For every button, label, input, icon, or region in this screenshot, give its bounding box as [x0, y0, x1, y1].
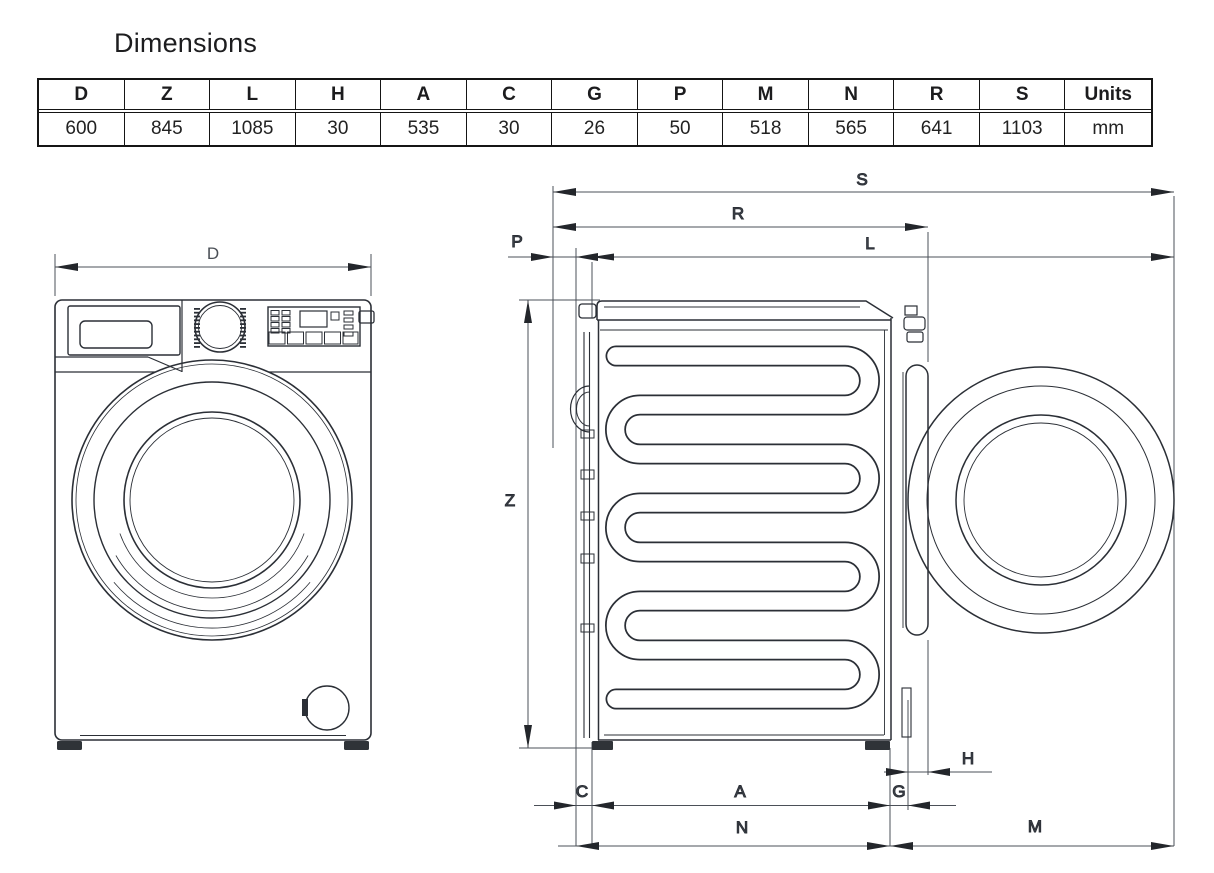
table-value-d: 600: [39, 113, 125, 145]
table-header-p: P: [638, 80, 724, 109]
table-header-c: C: [467, 80, 553, 109]
table-value-l: 1085: [210, 113, 296, 145]
table-value-p: 50: [638, 113, 724, 145]
door-mount-plate: [905, 364, 929, 636]
table-value-r: 641: [894, 113, 980, 145]
table-value-s: 1103: [980, 113, 1066, 145]
table-header-s: S: [980, 80, 1066, 109]
front-view: D: [54, 244, 375, 750]
dim-label-n: N: [736, 818, 748, 837]
table-header-r: R: [894, 80, 980, 109]
dim-h: [884, 768, 992, 776]
page-title: Dimensions: [114, 28, 258, 58]
knob-tick-marks: [194, 308, 246, 348]
table-value-row: 600 845 1085 30 535 30 26 50 518 565 641…: [39, 112, 1151, 145]
top-panel-rear-lip: [578, 303, 597, 319]
table-header-l: L: [210, 80, 296, 109]
dim-z: [524, 300, 532, 748]
front-body: [54, 299, 372, 741]
dim-r: [553, 223, 928, 231]
detergent-drawer: [67, 305, 181, 356]
dim-label-a: A: [734, 782, 746, 801]
side-feet: [592, 741, 890, 750]
dim-label-z: Z: [505, 491, 515, 510]
front-feet: [57, 741, 369, 750]
side-panel-emboss: [605, 345, 880, 710]
side-view: S R P L Z: [504, 170, 1175, 850]
control-panel: [267, 306, 375, 347]
arrowhead: [348, 263, 371, 271]
side-body: [578, 300, 894, 741]
dim-d: [54, 254, 372, 296]
table-header-d: D: [39, 80, 125, 109]
drain-hose-loop: [569, 385, 590, 433]
table-header-z: Z: [125, 80, 211, 109]
dim-label-g: G: [892, 782, 905, 801]
dim-label-d: D: [207, 244, 219, 263]
dim-p-l: [508, 253, 1174, 261]
table-value-units: mm: [1092, 118, 1125, 139]
dimensions-table: D Z L H A C G P M N R S Units 600 845 10…: [37, 78, 1153, 147]
dim-label-m: M: [1028, 817, 1042, 836]
table-header-units: Units: [1084, 83, 1132, 105]
dim-label-s: S: [856, 170, 867, 189]
table-header-n: N: [809, 80, 895, 109]
door-hinge-detail: [901, 305, 926, 738]
dim-c-a-g: [534, 801, 956, 810]
extension-lines: [519, 186, 1175, 846]
door-front: [71, 359, 353, 641]
table-value-a: 535: [381, 113, 467, 145]
dim-label-p: P: [511, 232, 522, 251]
display-window: [299, 310, 328, 328]
program-knob: [194, 301, 246, 353]
table-header-g: G: [552, 80, 638, 109]
dim-label-c: C: [576, 782, 588, 801]
table-value-g: 26: [552, 113, 638, 145]
dim-label-r: R: [732, 204, 744, 223]
dim-s: [553, 188, 1174, 196]
table-header-m: M: [723, 80, 809, 109]
table-header-h: H: [296, 80, 382, 109]
power-button: [358, 310, 375, 324]
open-door: [902, 364, 1175, 636]
table-value-c: 30: [467, 113, 553, 145]
dim-n-m: [558, 842, 1174, 850]
pump-filter-cover: [302, 685, 350, 731]
arrowhead: [55, 263, 78, 271]
table-header-a: A: [381, 80, 467, 109]
dim-label-l: L: [865, 234, 874, 253]
rear-hoses: [569, 332, 595, 738]
table-header-row: D Z L H A C G P M N R S Units: [39, 80, 1151, 110]
table-value-z: 845: [125, 113, 211, 145]
table-value-n: 565: [809, 113, 895, 145]
table-value-h: 30: [296, 113, 382, 145]
table-value-m: 518: [723, 113, 809, 145]
dim-label-h: H: [962, 749, 974, 768]
